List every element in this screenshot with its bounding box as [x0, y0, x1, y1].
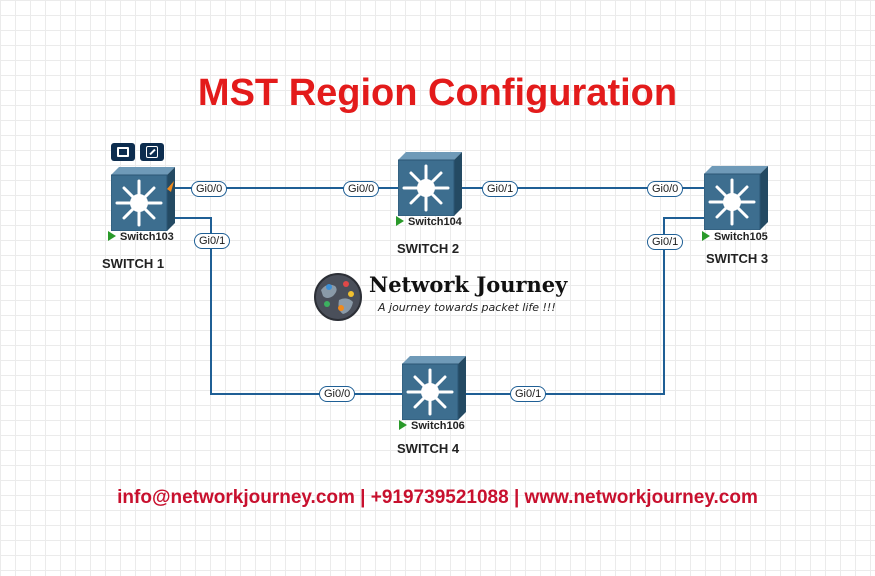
port-label-sw2-gi01[interactable]: Gi0/1 [482, 181, 519, 197]
switch-1-icon[interactable] [110, 167, 175, 232]
device-view-button[interactable] [111, 143, 135, 161]
logo-brand-text: Network Journey [369, 272, 568, 297]
running-status-icon [702, 231, 710, 241]
port-label-sw2-gi00[interactable]: Gi0/0 [343, 181, 380, 197]
contact-footer: info@networkjourney.com | +919739521088 … [117, 487, 758, 508]
running-status-icon [108, 231, 116, 241]
switch-3-hostname: Switch105 [702, 231, 768, 243]
switch-4-icon[interactable] [401, 356, 466, 421]
globe-icon [314, 273, 362, 321]
port-label-sw1-gi01[interactable]: Gi0/1 [194, 233, 231, 249]
switch-1-hostname: Switch103 [108, 231, 174, 243]
switch-2-hostname: Switch104 [396, 216, 462, 228]
window-icon [117, 147, 129, 157]
network-journey-logo: Network Journey A journey towards packet… [313, 270, 583, 326]
port-label-sw3-gi00[interactable]: Gi0/0 [647, 181, 684, 197]
switch-2-icon[interactable] [397, 152, 462, 217]
port-label-sw3-gi01[interactable]: Gi0/1 [647, 234, 684, 250]
switch-4-caption: SWITCH 4 [397, 441, 460, 456]
port-label-sw4-gi01[interactable]: Gi0/1 [510, 386, 547, 402]
running-status-icon [396, 216, 404, 226]
device-edit-button[interactable] [140, 143, 164, 161]
switch-1-caption: SWITCH 1 [102, 256, 165, 271]
logo-tagline: A journey towards packet life !!! [378, 301, 556, 314]
link-sw1-sw4 [174, 217, 403, 395]
port-label-sw4-gi00[interactable]: Gi0/0 [319, 386, 356, 402]
switch-4-hostname: Switch106 [399, 420, 465, 432]
link-sw4-sw3 [465, 217, 706, 395]
pencil-icon [146, 146, 158, 158]
diagram-title: MST Region Configuration [197, 72, 678, 114]
switch-2-caption: SWITCH 2 [397, 241, 460, 256]
port-label-sw1-gi00[interactable]: Gi0/0 [191, 181, 228, 197]
switch-3-icon[interactable] [703, 166, 768, 231]
running-status-icon [399, 420, 407, 430]
switch-3-caption: SWITCH 3 [706, 251, 769, 266]
